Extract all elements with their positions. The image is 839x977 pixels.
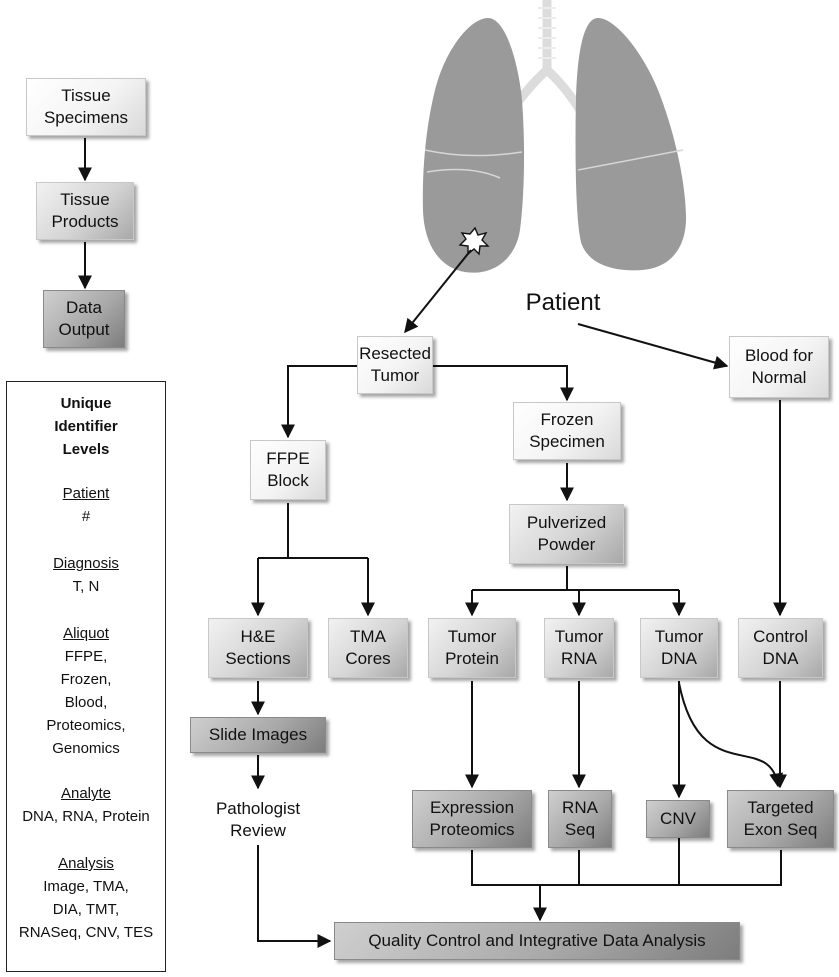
ffpe-block-label: FFPE Block xyxy=(266,449,310,490)
identifier-levels-panel: Unique Identifier Levels Patient # Diagn… xyxy=(6,381,166,972)
cnv-box: CNV xyxy=(646,800,710,838)
tumor-protein-box: Tumor Protein xyxy=(428,618,516,678)
tumor-rna-label: Tumor RNA xyxy=(554,627,604,668)
blood-normal-label: Blood for Normal xyxy=(744,346,814,387)
blood-normal-box: Blood for Normal xyxy=(729,336,829,398)
tma-cores-label: TMA Cores xyxy=(345,627,391,668)
slide-images-box: Slide Images xyxy=(190,717,326,753)
legend-specimens-box: Tissue Specimens xyxy=(26,78,146,136)
section-value: T, N xyxy=(72,578,100,595)
pathologist-review-label: Pathologist Review xyxy=(215,799,301,840)
tumor-dna-label: Tumor DNA xyxy=(654,627,704,668)
rna-seq-label: RNA Seq xyxy=(562,798,598,839)
tumor-rna-box: Tumor RNA xyxy=(544,618,614,678)
resected-tumor-label: Resected Tumor xyxy=(359,344,431,385)
integrative-analysis-label: Quality Control and Integrative Data Ana… xyxy=(368,931,706,950)
tumor-dna-box: Tumor DNA xyxy=(640,618,718,678)
patient-label: Patient xyxy=(525,289,601,316)
identifier-panel-title: Unique Identifier Levels xyxy=(54,395,118,458)
cnv-label: CNV xyxy=(660,809,696,828)
legend-specimens-label: Tissue Specimens xyxy=(43,86,129,127)
trachea-icon xyxy=(508,0,584,113)
section-heading: Analysis xyxy=(58,855,114,872)
section-value: Image, TMA, DIA, TMT, RNASeq, CNV, TES xyxy=(18,878,154,941)
integrative-analysis-box: Quality Control and Integrative Data Ana… xyxy=(334,922,740,960)
section-heading: Analyte xyxy=(60,785,112,802)
control-dna-box: Control DNA xyxy=(738,618,823,678)
section-value: FFPE, Frozen, Blood, Proteomics, Genomic… xyxy=(46,648,126,757)
section-heading: Patient xyxy=(62,485,110,502)
ffpe-block-box: FFPE Block xyxy=(250,440,326,500)
targeted-exon-seq-label: Targeted Exon Seq xyxy=(743,798,818,839)
legend-output-label: Data Output xyxy=(58,298,110,339)
pulverized-powder-box: Pulverized Powder xyxy=(509,504,624,564)
section-value: DNA, RNA, Protein xyxy=(22,808,150,825)
identifier-section-diagnosis: Diagnosis T, N xyxy=(7,552,165,598)
tumor-marker-icon xyxy=(458,226,490,256)
section-heading: Diagnosis xyxy=(53,555,119,572)
expression-proteomics-box: Expression Proteomics xyxy=(412,790,532,848)
targeted-exon-seq-box: Targeted Exon Seq xyxy=(727,790,834,848)
expression-proteomics-label: Expression Proteomics xyxy=(429,798,515,839)
left-lung-icon xyxy=(575,18,687,271)
pulverized-powder-label: Pulverized Powder xyxy=(526,513,607,554)
rna-seq-box: RNA Seq xyxy=(548,790,612,848)
he-sections-label: H&E Sections xyxy=(225,627,291,668)
he-sections-box: H&E Sections xyxy=(208,618,308,678)
frozen-specimen-label: Frozen Specimen xyxy=(529,410,605,451)
section-value: # xyxy=(81,508,91,525)
identifier-section-aliquot: Aliquot FFPE, Frozen, Blood, Proteomics,… xyxy=(7,622,165,760)
section-heading: Aliquot xyxy=(63,625,109,642)
frozen-specimen-box: Frozen Specimen xyxy=(513,402,621,460)
legend-products-box: Tissue Products xyxy=(36,182,134,240)
resected-tumor-box: Resected Tumor xyxy=(357,336,433,394)
identifier-section-analyte: Analyte DNA, RNA, Protein xyxy=(7,782,165,828)
lungs-illustration xyxy=(422,0,687,273)
slide-images-label: Slide Images xyxy=(208,725,308,744)
tumor-protein-label: Tumor Protein xyxy=(445,627,499,668)
legend-products-label: Tissue Products xyxy=(51,190,119,231)
identifier-section-analysis: Analysis Image, TMA, DIA, TMT, RNASeq, C… xyxy=(7,852,165,944)
legend-output-box: Data Output xyxy=(43,290,125,348)
control-dna-label: Control DNA xyxy=(753,627,808,668)
identifier-section-patient: Patient # xyxy=(7,482,165,528)
connectors xyxy=(78,138,787,948)
right-lung-icon xyxy=(422,18,525,273)
tma-cores-box: TMA Cores xyxy=(328,618,408,678)
